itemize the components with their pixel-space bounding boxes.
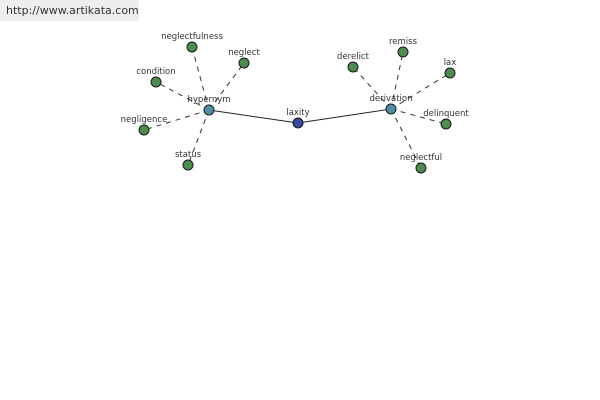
word-negligence-label[interactable]: negligence xyxy=(121,115,168,125)
word-lax-node[interactable] xyxy=(444,67,456,79)
edge-derivation-lax xyxy=(390,72,451,110)
relation-hypernym-label[interactable]: hypernym xyxy=(187,95,230,105)
word-remiss-node[interactable] xyxy=(397,46,409,58)
word-neglect-label[interactable]: neglect xyxy=(228,48,260,58)
word-delinquent-node[interactable] xyxy=(440,118,452,130)
relation-derivation-label[interactable]: derivation xyxy=(369,94,412,104)
word-condition-label[interactable]: condition xyxy=(136,67,175,77)
center-word-laxity-label[interactable]: laxity xyxy=(286,108,309,118)
center-word-laxity-node[interactable] xyxy=(292,117,304,129)
word-neglect-node[interactable] xyxy=(238,57,250,69)
word-neglectfulness-node[interactable] xyxy=(186,41,198,53)
word-remiss-label[interactable]: remiss xyxy=(389,37,418,47)
edge-laxity-derivation xyxy=(297,108,392,124)
word-lax-label[interactable]: lax xyxy=(444,58,457,68)
site-watermark[interactable]: http://www.artikata.com xyxy=(0,0,139,21)
edge-derivation-neglectful xyxy=(390,108,422,169)
word-derelict-node[interactable] xyxy=(347,61,359,73)
word-derelict-label[interactable]: derelict xyxy=(337,52,370,62)
word-status-label[interactable]: status xyxy=(175,150,202,160)
edge-hypernym-neglectfulness xyxy=(191,46,210,111)
word-delinquent-label[interactable]: delinquent xyxy=(423,109,469,119)
word-condition-node[interactable] xyxy=(150,76,162,88)
relation-hypernym-node[interactable] xyxy=(203,104,215,116)
word-neglectfulness-label[interactable]: neglectfulness xyxy=(161,32,223,42)
edge-hypernym-negligence xyxy=(143,109,210,131)
word-neglectful-label[interactable]: neglectful xyxy=(400,153,442,163)
word-neglectful-node[interactable] xyxy=(415,162,427,174)
word-negligence-node[interactable] xyxy=(138,124,150,136)
relation-derivation-node[interactable] xyxy=(385,103,397,115)
word-status-node[interactable] xyxy=(182,159,194,171)
edge-laxity-hypernym xyxy=(208,109,299,124)
